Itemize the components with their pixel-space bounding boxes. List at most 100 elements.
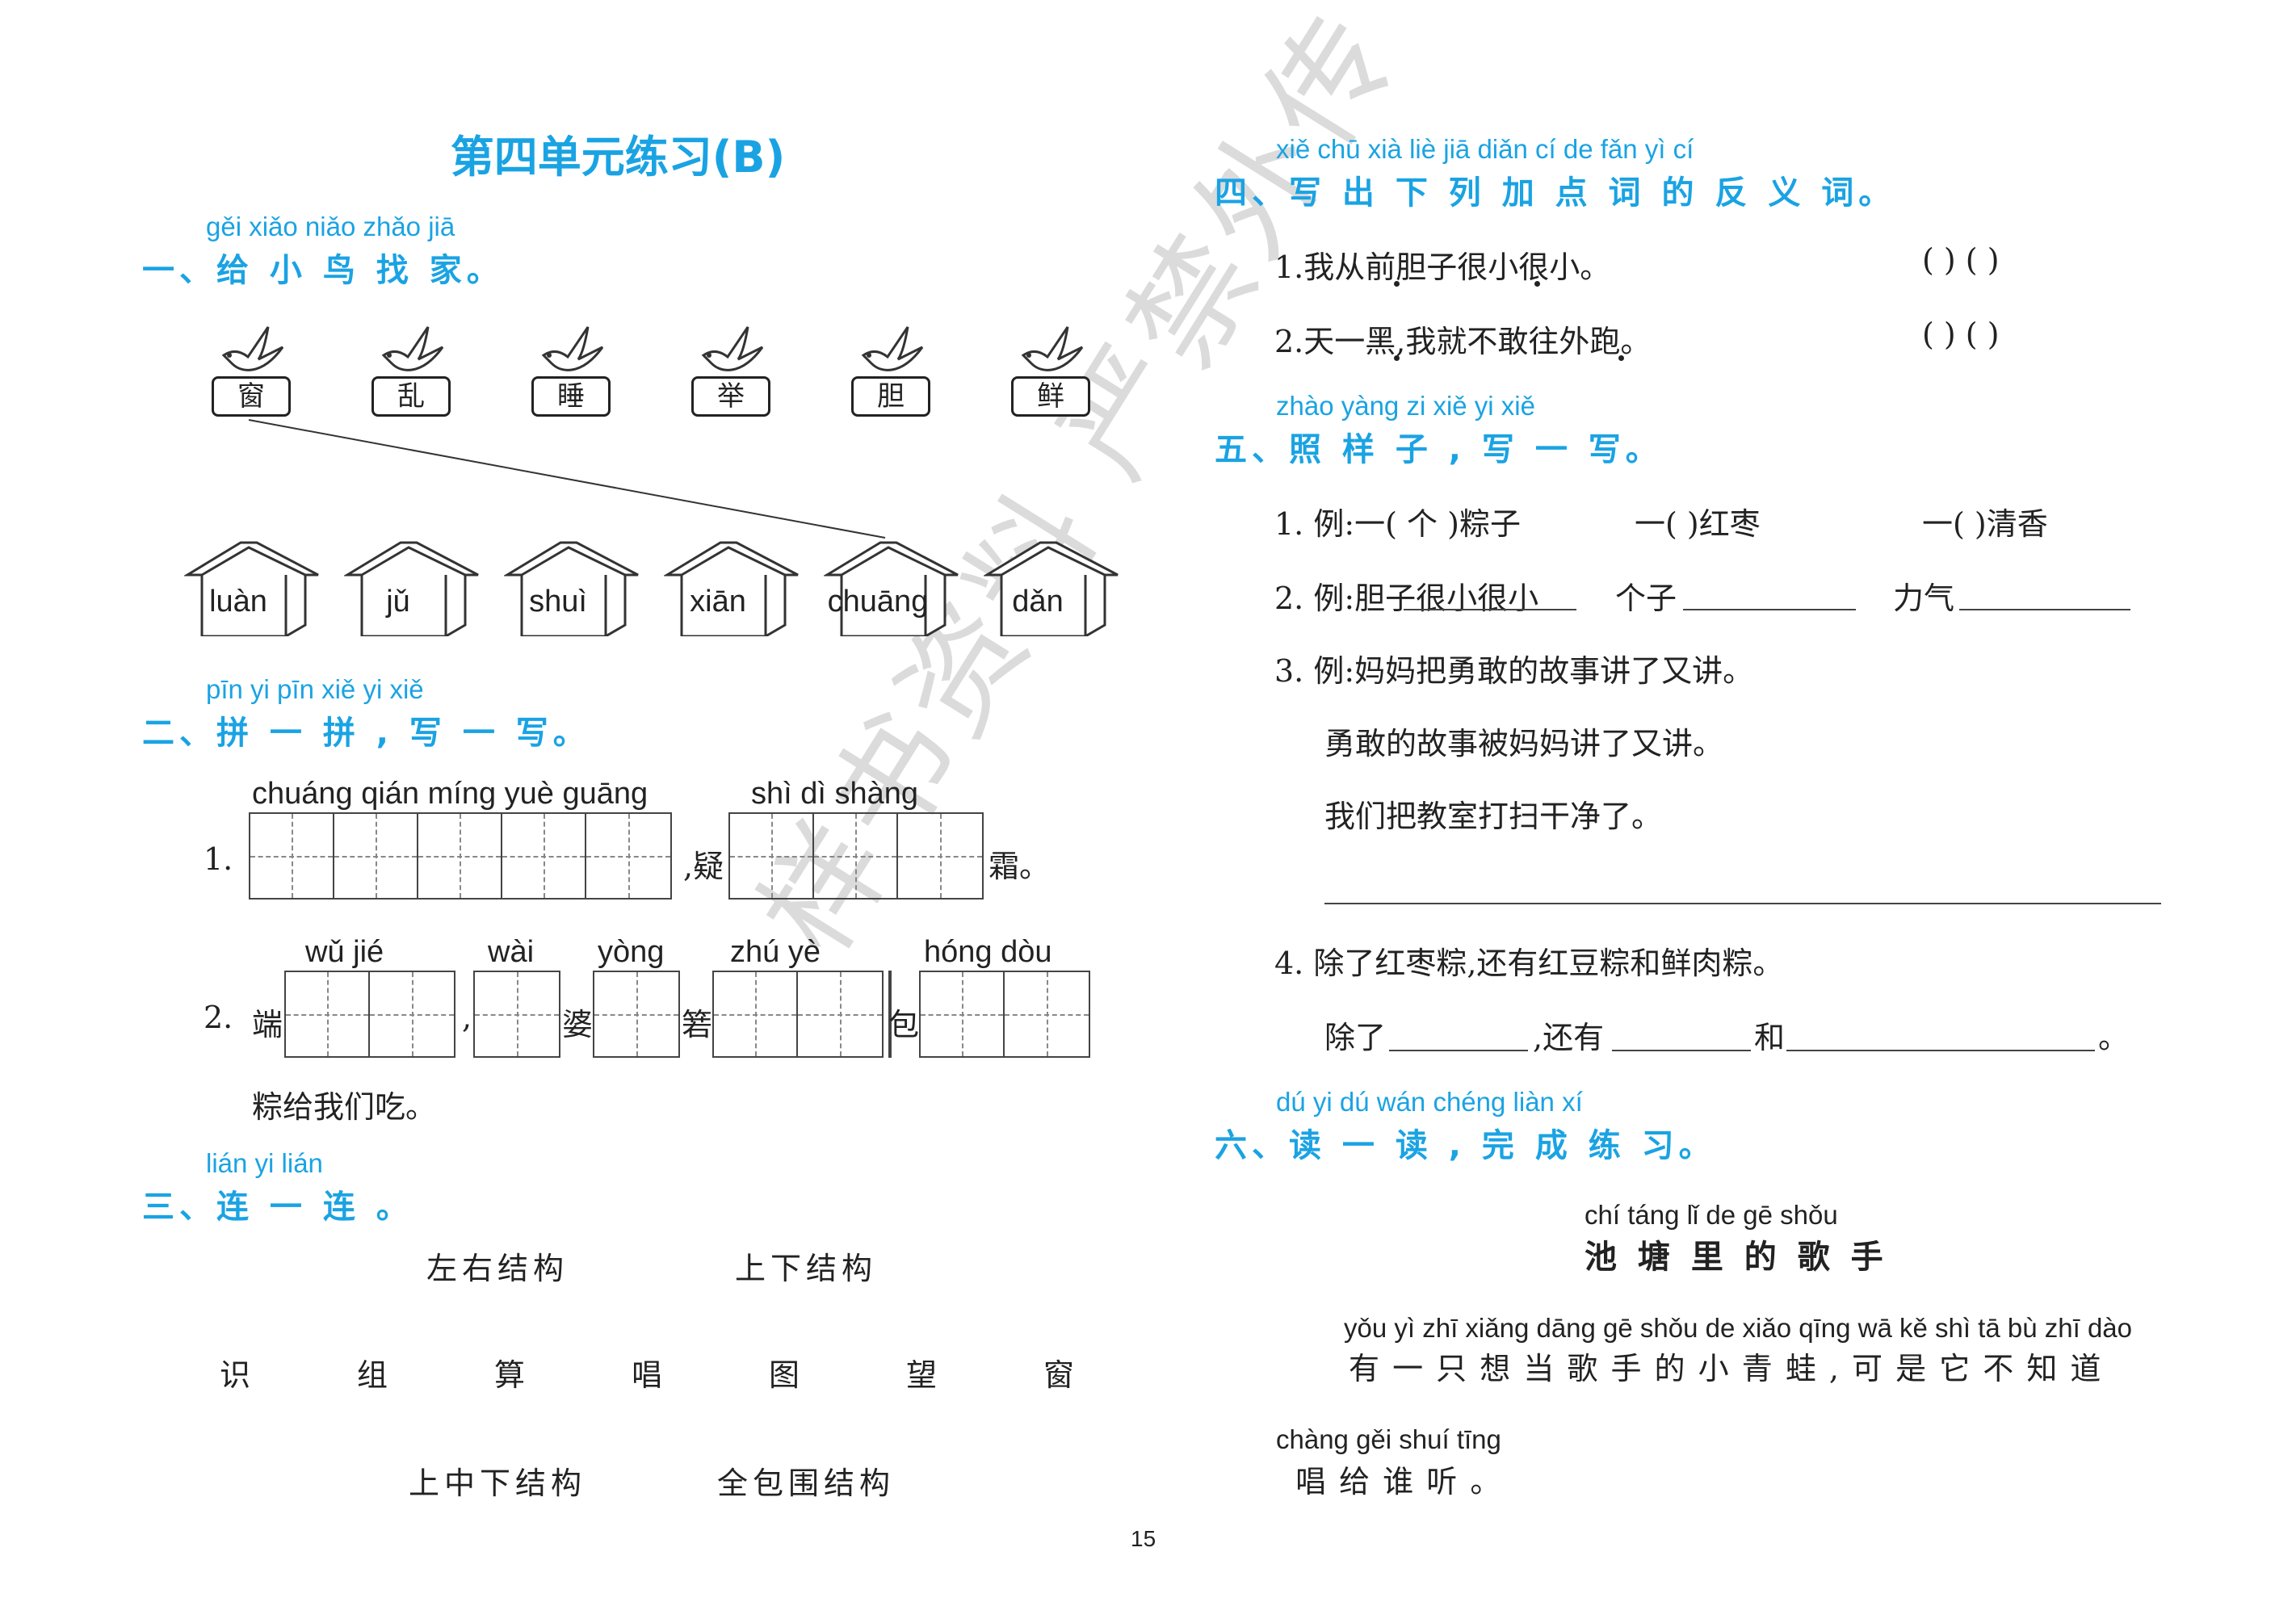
section4-pinyin: xiě chū xià liè jiā diǎn cí de fǎn yì cí	[1276, 134, 1694, 164]
section6-heading: 六、读 一 读 , 完 成 练 习。	[1215, 1127, 1716, 1164]
section1-pinyin: gěi xiǎo niǎo zhǎo jiā	[206, 212, 455, 241]
q1-writing-grid-b[interactable]	[728, 812, 984, 900]
story-line2-pinyin: chàng gěi shuí tīng	[1276, 1424, 1501, 1454]
blank-q2-b[interactable]	[1683, 609, 1856, 610]
char-3[interactable]: 算	[494, 1357, 526, 1393]
char-1[interactable]: 识	[220, 1357, 251, 1393]
section2-heading: 二、拼 一 拼 , 写 一 写。	[142, 715, 590, 752]
bird-label: 鲜	[1011, 376, 1090, 417]
house-icon	[984, 541, 1119, 636]
q2-pinyin-c: yòng	[598, 935, 665, 969]
structure-label-top-mid-bottom[interactable]: 上中下结构	[409, 1466, 587, 1501]
q2-start: 端	[252, 1007, 283, 1042]
section3-heading: 三、连 一 连 。	[142, 1189, 413, 1226]
q2-writing-grid-c[interactable]	[593, 971, 680, 1058]
char-4[interactable]: 唱	[632, 1357, 663, 1393]
q2-pinyin-a: wǔ jié	[305, 935, 384, 969]
q2-pinyin-d: zhú yè	[730, 935, 821, 969]
house-label: dǎn	[1012, 585, 1064, 619]
house-icon	[504, 541, 639, 636]
q1-end: 霜。	[988, 849, 1051, 884]
q1-pinyin-a: chuáng qián míng yuè guāng	[252, 777, 649, 811]
bird-label: 睡	[531, 376, 611, 417]
q2-number: 2.	[204, 1000, 233, 1035]
bird-label: 举	[691, 376, 770, 417]
page-number: 15	[1131, 1526, 1156, 1551]
example-q4-d: 。	[2098, 1020, 2130, 1055]
house-icon	[824, 541, 959, 636]
blank-q2-c[interactable]	[1959, 609, 2130, 610]
house-icon	[184, 541, 319, 636]
bird-icon	[221, 326, 284, 371]
example-q4-a: 除了	[1324, 1020, 1387, 1055]
structure-label-top-bottom[interactable]: 上下结构	[735, 1251, 878, 1286]
example-q3: 3. 例:妈妈把勇敢的故事讲了又讲。	[1274, 653, 1754, 689]
house-label: luàn	[209, 585, 267, 619]
example-q4-c: 和	[1754, 1020, 1786, 1055]
antonym-answer-2[interactable]: ( ) ( )	[1922, 317, 2000, 352]
example-q1-b[interactable]: 一( )红枣	[1635, 506, 1761, 542]
q2-comma: ,	[462, 1000, 472, 1035]
char-5[interactable]: 图	[769, 1357, 800, 1393]
example-q4-b: ,还有	[1533, 1020, 1605, 1055]
example-q4: 4. 除了红枣粽,还有红豆粽和鲜肉粽。	[1274, 946, 1784, 981]
house-icon	[344, 541, 479, 636]
house-label: jǔ	[386, 585, 410, 619]
bird-icon	[381, 326, 444, 371]
story-title-pinyin: chí táng lǐ de gē shǒu	[1585, 1200, 1838, 1230]
story-line1: 有 一 只 想 当 歌 手 的 小 青 蛙 , 可 是 它 不 知 道	[1349, 1351, 2103, 1386]
q2-tail: 粽给我们吃。	[252, 1089, 437, 1125]
section5-heading: 五、照 样 子 , 写 一 写。	[1215, 431, 1663, 468]
q2-mid2: 箬	[682, 1007, 713, 1042]
house-icon	[664, 541, 799, 636]
q2-writing-grid-d[interactable]	[712, 971, 884, 1058]
section6-pinyin: dú yi dú wán chéng liàn xí	[1276, 1087, 1583, 1117]
story-line1-pinyin: yǒu yì zhī xiǎng dāng gē shǒu de xiǎo qī…	[1344, 1313, 2132, 1343]
q2-writing-grid-e[interactable]	[919, 971, 1090, 1058]
example-q2-c: 力气	[1893, 581, 1955, 616]
q2-mid3: 包	[888, 1007, 920, 1042]
q2-writing-grid-b[interactable]	[473, 971, 560, 1058]
char-2[interactable]: 组	[357, 1357, 388, 1393]
structure-label-left-right[interactable]: 左右结构	[426, 1251, 569, 1286]
q2-writing-grid-a[interactable]	[284, 971, 455, 1058]
example-q2: 2. 例:胆子很小很小	[1274, 581, 1539, 616]
section4-heading: 四、写 出 下 列 加 点 词 的 反 义 词。	[1215, 174, 1896, 212]
antonym-answer-1[interactable]: ( ) ( )	[1922, 242, 2000, 278]
blank-q4-c[interactable]	[1786, 1050, 2095, 1051]
section3-pinyin: lián yi lián	[206, 1148, 323, 1178]
house-label: xiān	[690, 585, 746, 619]
example-q3-answer: 勇敢的故事被妈妈讲了又讲。	[1324, 726, 1724, 761]
q2-writing-grid-e-left[interactable]	[888, 971, 892, 1058]
q1-writing-grid-a[interactable]	[249, 812, 672, 900]
emphasis-dot	[1394, 355, 1400, 361]
blank-q4-a[interactable]	[1389, 1050, 1528, 1051]
bird-icon	[541, 326, 604, 371]
char-7[interactable]: 窗	[1043, 1357, 1075, 1393]
house-label: chuāng	[827, 585, 929, 619]
bird-label: 乱	[371, 376, 451, 417]
emphasis-dot	[1618, 355, 1624, 361]
section5-pinyin: zhào yàng zi xiě yi xiě	[1276, 391, 1535, 421]
q2-mid1: 婆	[562, 1007, 594, 1042]
house-label: shuì	[529, 585, 587, 619]
structure-label-enclosed[interactable]: 全包围结构	[717, 1466, 896, 1501]
blank-q4-b[interactable]	[1612, 1050, 1751, 1051]
char-6[interactable]: 望	[906, 1357, 938, 1393]
connect-line	[248, 419, 886, 539]
q2-pinyin-e: hóng dòu	[924, 935, 1052, 969]
story-line2: 唱 给 谁 听 。	[1295, 1464, 1503, 1499]
antonym-item-1: 1.我从前胆子很小很小。	[1274, 250, 1611, 285]
antonym-item-2: 2.天一黑,我就不敢往外跑。	[1274, 324, 1652, 359]
example-q1: 1. 例:一( 个 )粽子	[1274, 506, 1521, 542]
example-q3-task: 我们把教室打扫干净了。	[1324, 799, 1663, 834]
bird-icon	[701, 326, 764, 371]
bird-icon	[861, 326, 924, 371]
story-title: 池 塘 里 的 歌 手	[1585, 1239, 1888, 1276]
bird-label: 胆	[851, 376, 930, 417]
emphasis-dot	[1534, 281, 1540, 287]
blank-q3[interactable]	[1324, 903, 2161, 904]
example-q2-underline	[1404, 609, 1576, 610]
example-q1-c[interactable]: 一( )清香	[1922, 506, 2048, 542]
page-title: 第四单元练习(B)	[450, 132, 786, 182]
